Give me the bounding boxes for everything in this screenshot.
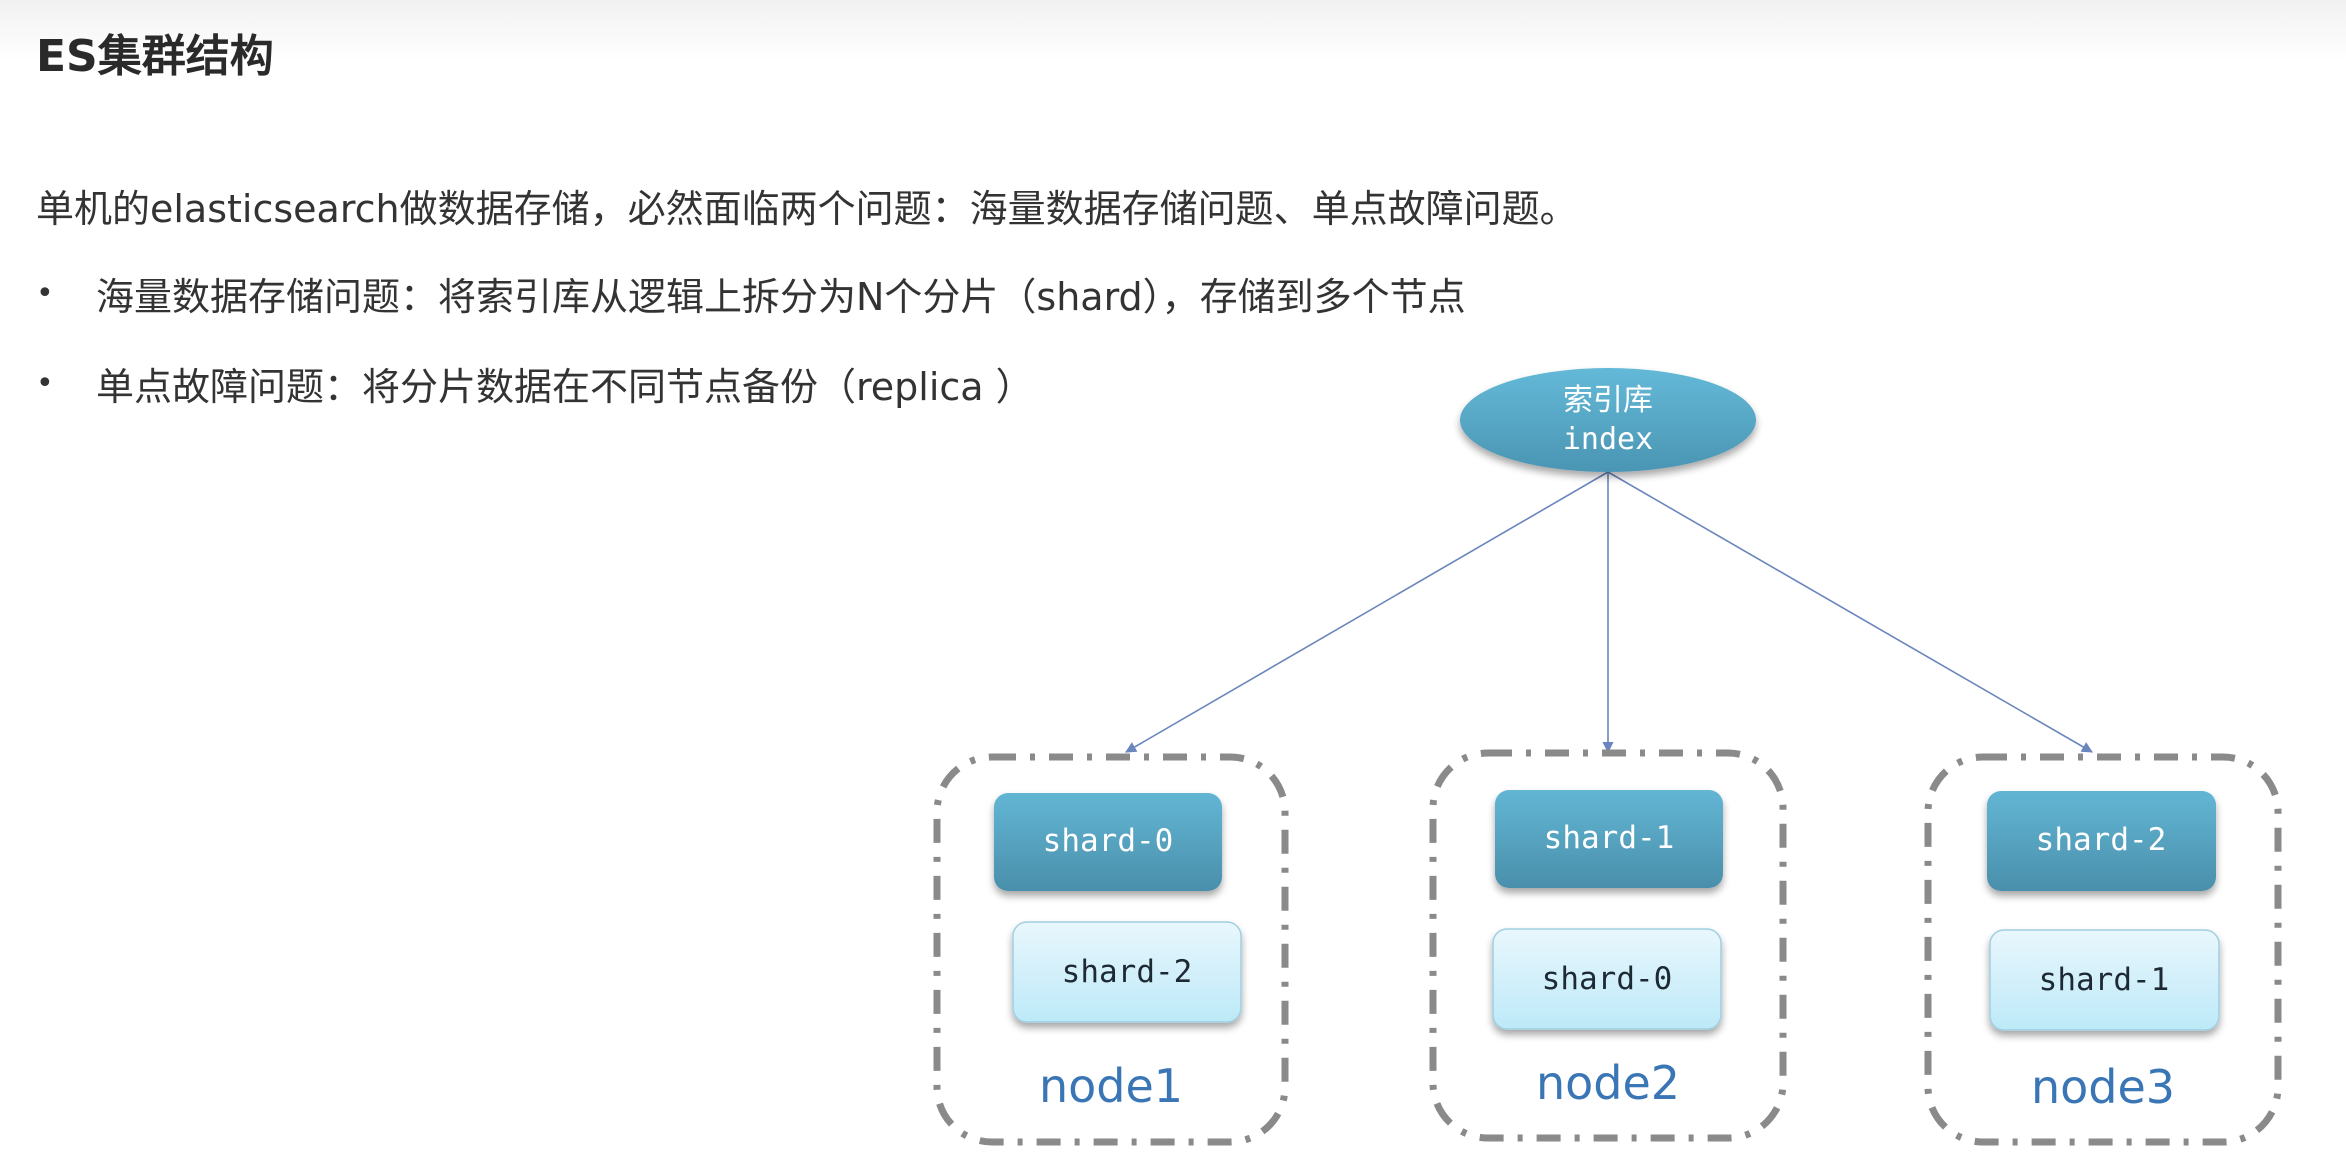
- primary-shard: [1495, 790, 1723, 888]
- primary-shard: [1987, 791, 2216, 891]
- primary-shard: [994, 793, 1222, 891]
- arrow-to-node3: [1607, 471, 2093, 753]
- primary-shard-label: shard-0: [1043, 823, 1174, 859]
- bullet-item-sharding: • 海量数据存储问题：将索引库从逻辑上拆分为N个分片（shard），存储到多个节…: [36, 266, 1466, 321]
- primary-shard-label: shard-1: [1544, 820, 1675, 856]
- bullet-text: 单点故障问题：将分片数据在不同节点备份（replica ）: [96, 365, 1034, 409]
- node-label: node3: [2031, 1060, 2175, 1114]
- replica-shard: [1012, 921, 1242, 1023]
- replica-shard-label: shard-1: [2039, 962, 2170, 998]
- node-box-3: shard-2 shard-1 node3: [1924, 753, 2282, 1146]
- replica-shard-label: shard-0: [1542, 961, 1673, 997]
- replica-shard-label: shard-2: [1062, 954, 1193, 990]
- node-label: node2: [1536, 1056, 1680, 1110]
- intro-paragraph: 单机的elasticsearch做数据存储，必然面临两个问题：海量数据存储问题、…: [36, 187, 1578, 231]
- bullet-icon: •: [36, 366, 54, 401]
- bullet-text: 海量数据存储问题：将索引库从逻辑上拆分为N个分片（shard），存储到多个节点: [96, 275, 1466, 319]
- replica-shard: [1492, 928, 1722, 1030]
- index-label-cn: 索引库: [1563, 383, 1653, 418]
- bullet-item-replica: • 单点故障问题：将分片数据在不同节点备份（replica ）: [36, 356, 1034, 411]
- node-label: node1: [1039, 1059, 1183, 1113]
- node-box-1: shard-0 shard-2 node1: [933, 753, 1289, 1146]
- node-box-2: shard-1 shard-0 node2: [1429, 749, 1787, 1142]
- arrow-to-node1: [1125, 471, 1609, 753]
- index-node: 索引库 index: [1460, 368, 1756, 472]
- index-label-en: index: [1563, 422, 1653, 457]
- bullet-icon: •: [36, 276, 54, 311]
- replica-shard: [1989, 929, 2220, 1031]
- primary-shard-label: shard-2: [2036, 822, 2167, 858]
- page-title: ES集群结构: [36, 31, 274, 82]
